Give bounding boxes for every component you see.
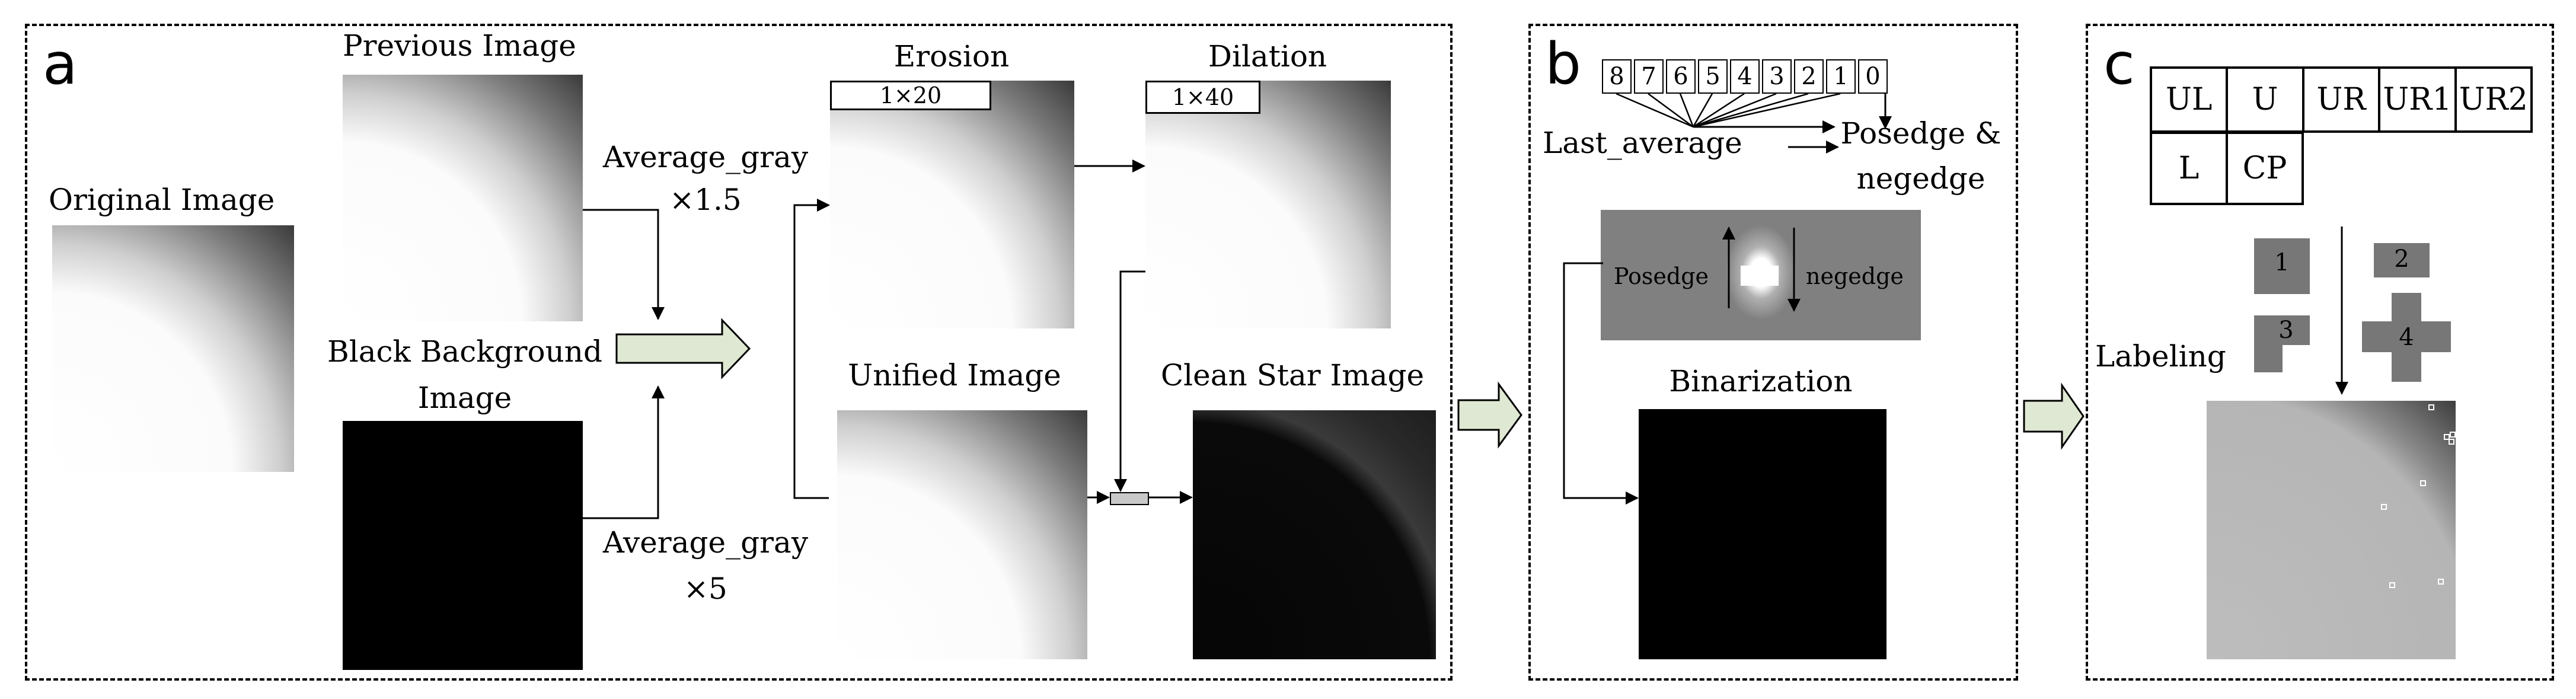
panel-b-letter: b: [1545, 31, 1581, 97]
average-gray-bottom-factor: ×5: [684, 572, 727, 606]
star-marker: [2444, 434, 2450, 440]
to-erosion-connector: [793, 199, 830, 499]
avg-gray-bottom-connector: [583, 385, 665, 519]
label-block-1: [2254, 238, 2310, 294]
label-block-3b: [2254, 344, 2283, 372]
panel-a-to-b-arrow: [1457, 381, 1522, 449]
dilation-to-combine-connector: [1114, 270, 1145, 492]
negedge-label: negedge: [1806, 263, 1904, 289]
original-image: [52, 225, 294, 472]
buffer-cell-1: 1: [1826, 59, 1856, 94]
previous-image: [343, 75, 583, 321]
binarization-image: [1639, 409, 1886, 659]
average-gray-bottom-label: Average_gray: [602, 525, 809, 560]
star-marker: [2420, 480, 2426, 486]
edge-inner-arrows: [1722, 226, 1801, 312]
combine-block: [1110, 492, 1149, 505]
label-3-text: 3: [2278, 317, 2294, 344]
combine-big-arrow: [615, 318, 751, 379]
star-marker: [2428, 404, 2434, 410]
dilation-image: [1145, 81, 1391, 328]
buffer-cell-8: 8: [1602, 59, 1632, 94]
buffer-cell-6: 6: [1666, 59, 1696, 94]
buffer-cell-3: 3: [1762, 59, 1792, 94]
average-gray-top-label: Average_gray: [602, 140, 809, 174]
unified-image-label: Unified Image: [848, 358, 1061, 392]
buffer-cell-4: 4: [1730, 59, 1760, 94]
avg-gray-top-connector: [583, 209, 665, 320]
star-marker: [2389, 582, 2395, 588]
dilation-kernel-box: 1×40: [1145, 81, 1260, 114]
labeling-label: Labeling: [2095, 339, 2226, 374]
average-gray-top-factor: ×1.5: [669, 183, 742, 217]
to-posedge-arrows: [1693, 94, 1892, 154]
black-background-label-1: Black Background: [327, 334, 602, 369]
neighbor-cp: CP: [2227, 133, 2303, 204]
panel-a-letter: a: [43, 31, 78, 97]
label-2-text: 2: [2394, 245, 2409, 273]
dilation-label: Dilation: [1208, 39, 1327, 74]
label-4-text: 4: [2399, 324, 2414, 351]
star-marker: [2449, 439, 2454, 445]
panel-a: [25, 24, 1453, 681]
star-marker: [2450, 432, 2456, 438]
panel-c-letter: c: [2103, 31, 2135, 97]
panel-b: [1528, 24, 2018, 681]
label-block-2: [2374, 243, 2430, 277]
neighbor-l: L: [2151, 133, 2227, 204]
clean-star-image-label: Clean Star Image: [1160, 358, 1425, 392]
star-marker: [2381, 504, 2387, 510]
clean-star-image: [1193, 410, 1436, 659]
binarization-label: Binarization: [1669, 364, 1853, 398]
erosion-label: Erosion: [893, 39, 1010, 74]
neighbor-u: U: [2227, 68, 2303, 132]
buffer-fan-lines: [1616, 92, 1841, 128]
buffer-cell-0: 0: [1858, 59, 1888, 94]
erosion-image: [830, 81, 1074, 328]
neighbor-grid-row2: L CP: [2150, 132, 2304, 205]
label-1-text: 1: [2274, 249, 2290, 276]
neighbor-grid-row1: UL U UR UR1 UR2: [2150, 66, 2533, 133]
black-background-image: [343, 421, 583, 670]
neighbor-ul: UL: [2151, 68, 2227, 132]
posedge-negedge-label-2: negedge: [1856, 161, 1986, 196]
edge-center-mark: [1741, 266, 1779, 286]
erosion-kernel-box: 1×20: [830, 81, 991, 110]
panel-c: [2086, 24, 2554, 681]
labeled-result-image: [2207, 401, 2456, 659]
star-marker: [2438, 579, 2444, 585]
posedge-label: Posedge: [1614, 263, 1709, 289]
buffer-cell-7: 7: [1634, 59, 1664, 94]
original-image-label: Original Image: [49, 183, 275, 217]
neighbor-ur1: UR1: [2379, 68, 2456, 132]
label-block-3a: [2254, 315, 2310, 345]
label-block-4-horizontal: [2362, 321, 2451, 352]
neighbor-ur2: UR2: [2455, 68, 2532, 132]
neighbor-ur: UR: [2303, 68, 2380, 132]
posedge-negedge-label-1: Posedge &: [1840, 116, 2002, 151]
buffer-cell-5: 5: [1698, 59, 1728, 94]
edge-to-binarization-connector: [1563, 262, 1639, 505]
unified-image: [837, 410, 1087, 659]
buffer-cell-2: 2: [1794, 59, 1824, 94]
panel-b-to-c-arrow: [2023, 382, 2085, 450]
previous-image-label: Previous Image: [343, 28, 576, 63]
last-average-label: Last_average: [1543, 126, 1742, 160]
black-background-label-2: Image: [417, 381, 512, 415]
